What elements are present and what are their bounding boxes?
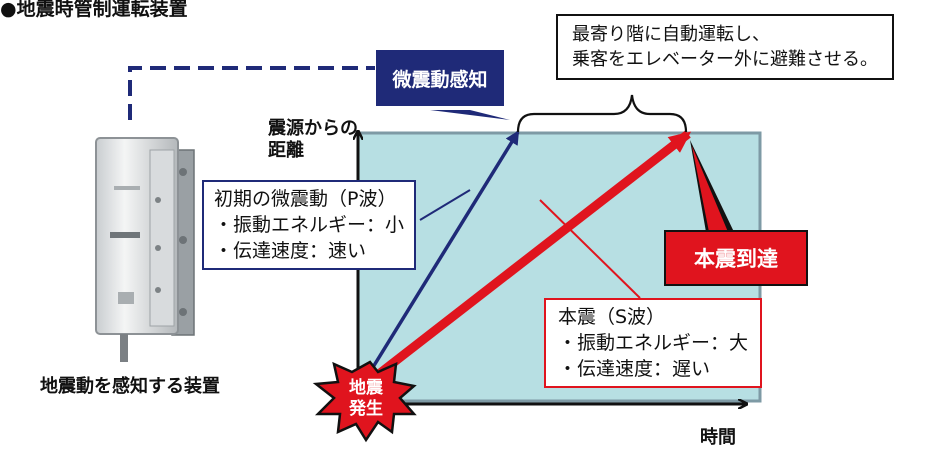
quake-label: 地震 発生: [336, 378, 396, 420]
p-wave-leader: [419, 189, 471, 221]
page-title: ●地震時管制運転装置: [0, 0, 188, 20]
quake-burst: [312, 360, 417, 443]
main-arrival-tail-inner: [692, 146, 728, 232]
tag-micro-tremor-detected: 微震動感知: [376, 50, 504, 106]
y-axis-label-line-2: 距離: [268, 140, 304, 161]
p-wave-speed: ・伝達速度：速い: [214, 240, 367, 262]
signal-dashed-line: [128, 66, 375, 120]
s-wave-energy: ・振動エネルギー：大: [558, 332, 749, 354]
quake-label-line-2: 発生: [349, 399, 383, 419]
p-wave-energy: ・振動エネルギー：小: [214, 214, 405, 236]
detect-tail: [430, 110, 510, 120]
s-wave-leader: [539, 199, 641, 299]
p-wave-info-box: 初期の微震動（P波） ・振動エネルギー：小 ・伝達速度：速い: [202, 180, 417, 270]
x-axis-label: 時間: [700, 427, 736, 448]
s-wave-speed: ・伝達速度：遅い: [558, 358, 711, 380]
p-wave-arrow: [368, 130, 520, 373]
y-axis-label-line-1: 震源からの: [268, 118, 358, 139]
callout-line-1: 最寄り階に自動運転し、: [572, 24, 770, 45]
y-axis-label: 震源からの 距離: [268, 118, 358, 162]
s-wave-title: 本震（S波）: [558, 306, 666, 328]
s-wave-arrow: [372, 130, 692, 381]
p-wave-title: 初期の微震動（P波）: [214, 188, 397, 210]
device-caption: 地震動を感知する装置: [40, 376, 220, 397]
time-gap-brace: [516, 94, 688, 133]
main-arrival-tail: [690, 140, 734, 232]
quake-label-line-1: 地震: [349, 378, 383, 398]
callout-line-2: 乗客をエレベーター外に避難させる。: [572, 49, 878, 70]
callout-auto-operation: 最寄り階に自動運転し、 乗客をエレベーター外に避難させる。: [556, 14, 894, 80]
seismic-sensor-device: [95, 137, 195, 362]
s-wave-info-box: 本震（S波） ・振動エネルギー：大 ・伝達速度：遅い: [544, 298, 763, 388]
tag-main-shock-arrival: 本震到達: [664, 230, 808, 286]
